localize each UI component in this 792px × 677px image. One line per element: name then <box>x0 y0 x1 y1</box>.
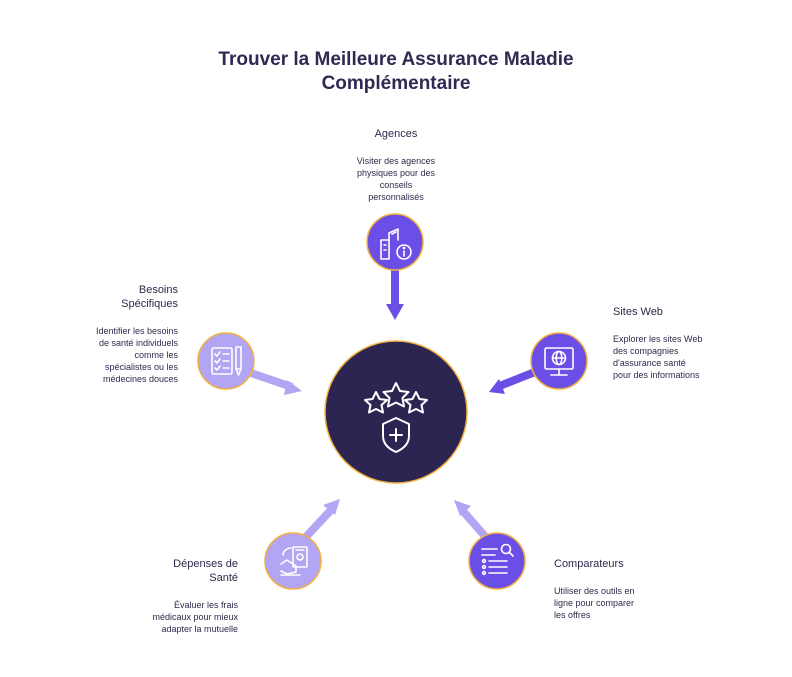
building-info-icon <box>380 228 412 260</box>
sites-web-title: Sites Web <box>613 306 663 318</box>
list-search-icon <box>481 543 514 576</box>
comparateurs-title: Comparateurs <box>554 558 624 570</box>
arrow-agences <box>386 266 404 320</box>
node-sites-web <box>530 332 588 390</box>
node-comparateurs <box>468 532 526 590</box>
besoins-title-line: Spécifiques <box>121 298 178 310</box>
agences-desc-line: personnalisés <box>368 192 424 202</box>
money-hand-icon <box>280 546 308 576</box>
besoins-desc-line: de santé individuels <box>98 338 178 348</box>
sites-web-desc-line: des compagnies <box>613 346 679 356</box>
label-agences: Agences Visiter des agences physiques po… <box>336 127 456 203</box>
comparateurs-desc-line: Utiliser des outils en <box>554 586 635 596</box>
stars-shield-icon <box>364 382 428 453</box>
page-title: Trouver la Meilleure Assurance Maladie C… <box>0 48 792 96</box>
agences-desc-line: conseils <box>379 180 413 190</box>
besoins-desc-line: spécialistes ou les <box>104 362 178 372</box>
besoins-desc-line: comme les <box>134 350 178 360</box>
agences-desc-line: Visiter des agences <box>356 156 436 166</box>
besoins-desc-line: médecines douces <box>102 374 178 384</box>
arrow-sites-web <box>489 366 542 394</box>
sites-web-desc-line: pour des informations <box>613 370 700 380</box>
besoins-title: Besoins Spécifiques <box>70 283 178 311</box>
label-comparateurs: Comparateurs Utiliser des outils en lign… <box>554 557 664 621</box>
besoins-description: Identifier les besoins de santé individu… <box>70 325 178 385</box>
besoins-title-line: Besoins <box>138 284 178 296</box>
title-line-2: Complémentaire <box>321 73 471 94</box>
label-depenses: Dépenses de Santé Évaluer les frais médi… <box>122 557 238 635</box>
depenses-desc-line: médicaux pour mieux <box>152 612 238 622</box>
comparateurs-description: Utiliser des outils en ligne pour compar… <box>554 585 664 621</box>
node-agences <box>366 213 424 271</box>
sites-web-desc-line: Explorer les sites Web <box>613 334 703 344</box>
node-depenses <box>264 532 322 590</box>
monitor-globe-icon <box>544 347 574 376</box>
depenses-title-line: Santé <box>209 572 238 584</box>
checklist-pen-icon <box>211 346 242 376</box>
depenses-title-line: Dépenses de <box>173 558 238 570</box>
sites-web-desc-line: d'assurance santé <box>613 358 686 368</box>
arrow-depenses <box>300 499 340 543</box>
depenses-desc-line: Évaluer les frais <box>173 600 238 610</box>
label-besoins: Besoins Spécifiques Identifier les besoi… <box>70 283 178 385</box>
comparateurs-desc-line: ligne pour comparer <box>554 598 635 608</box>
title-line-1: Trouver la Meilleure Assurance Maladie <box>218 49 574 70</box>
node-besoins <box>197 332 255 390</box>
comparateurs-desc-line: les offres <box>554 610 591 620</box>
center-node <box>324 340 468 484</box>
agences-description: Visiter des agences physiques pour des c… <box>336 155 456 203</box>
depenses-description: Évaluer les frais médicaux pour mieux ad… <box>122 599 238 635</box>
besoins-desc-line: Identifier les besoins <box>95 326 178 336</box>
label-sites-web: Sites Web Explorer les sites Web des com… <box>613 305 733 381</box>
depenses-title: Dépenses de Santé <box>122 557 238 585</box>
depenses-desc-line: adapter la mutuelle <box>161 624 238 634</box>
arrow-besoins <box>246 368 302 395</box>
agences-title: Agences <box>374 128 418 140</box>
agences-desc-line: physiques pour des <box>356 168 436 178</box>
sites-web-description: Explorer les sites Web des compagnies d'… <box>613 333 733 381</box>
